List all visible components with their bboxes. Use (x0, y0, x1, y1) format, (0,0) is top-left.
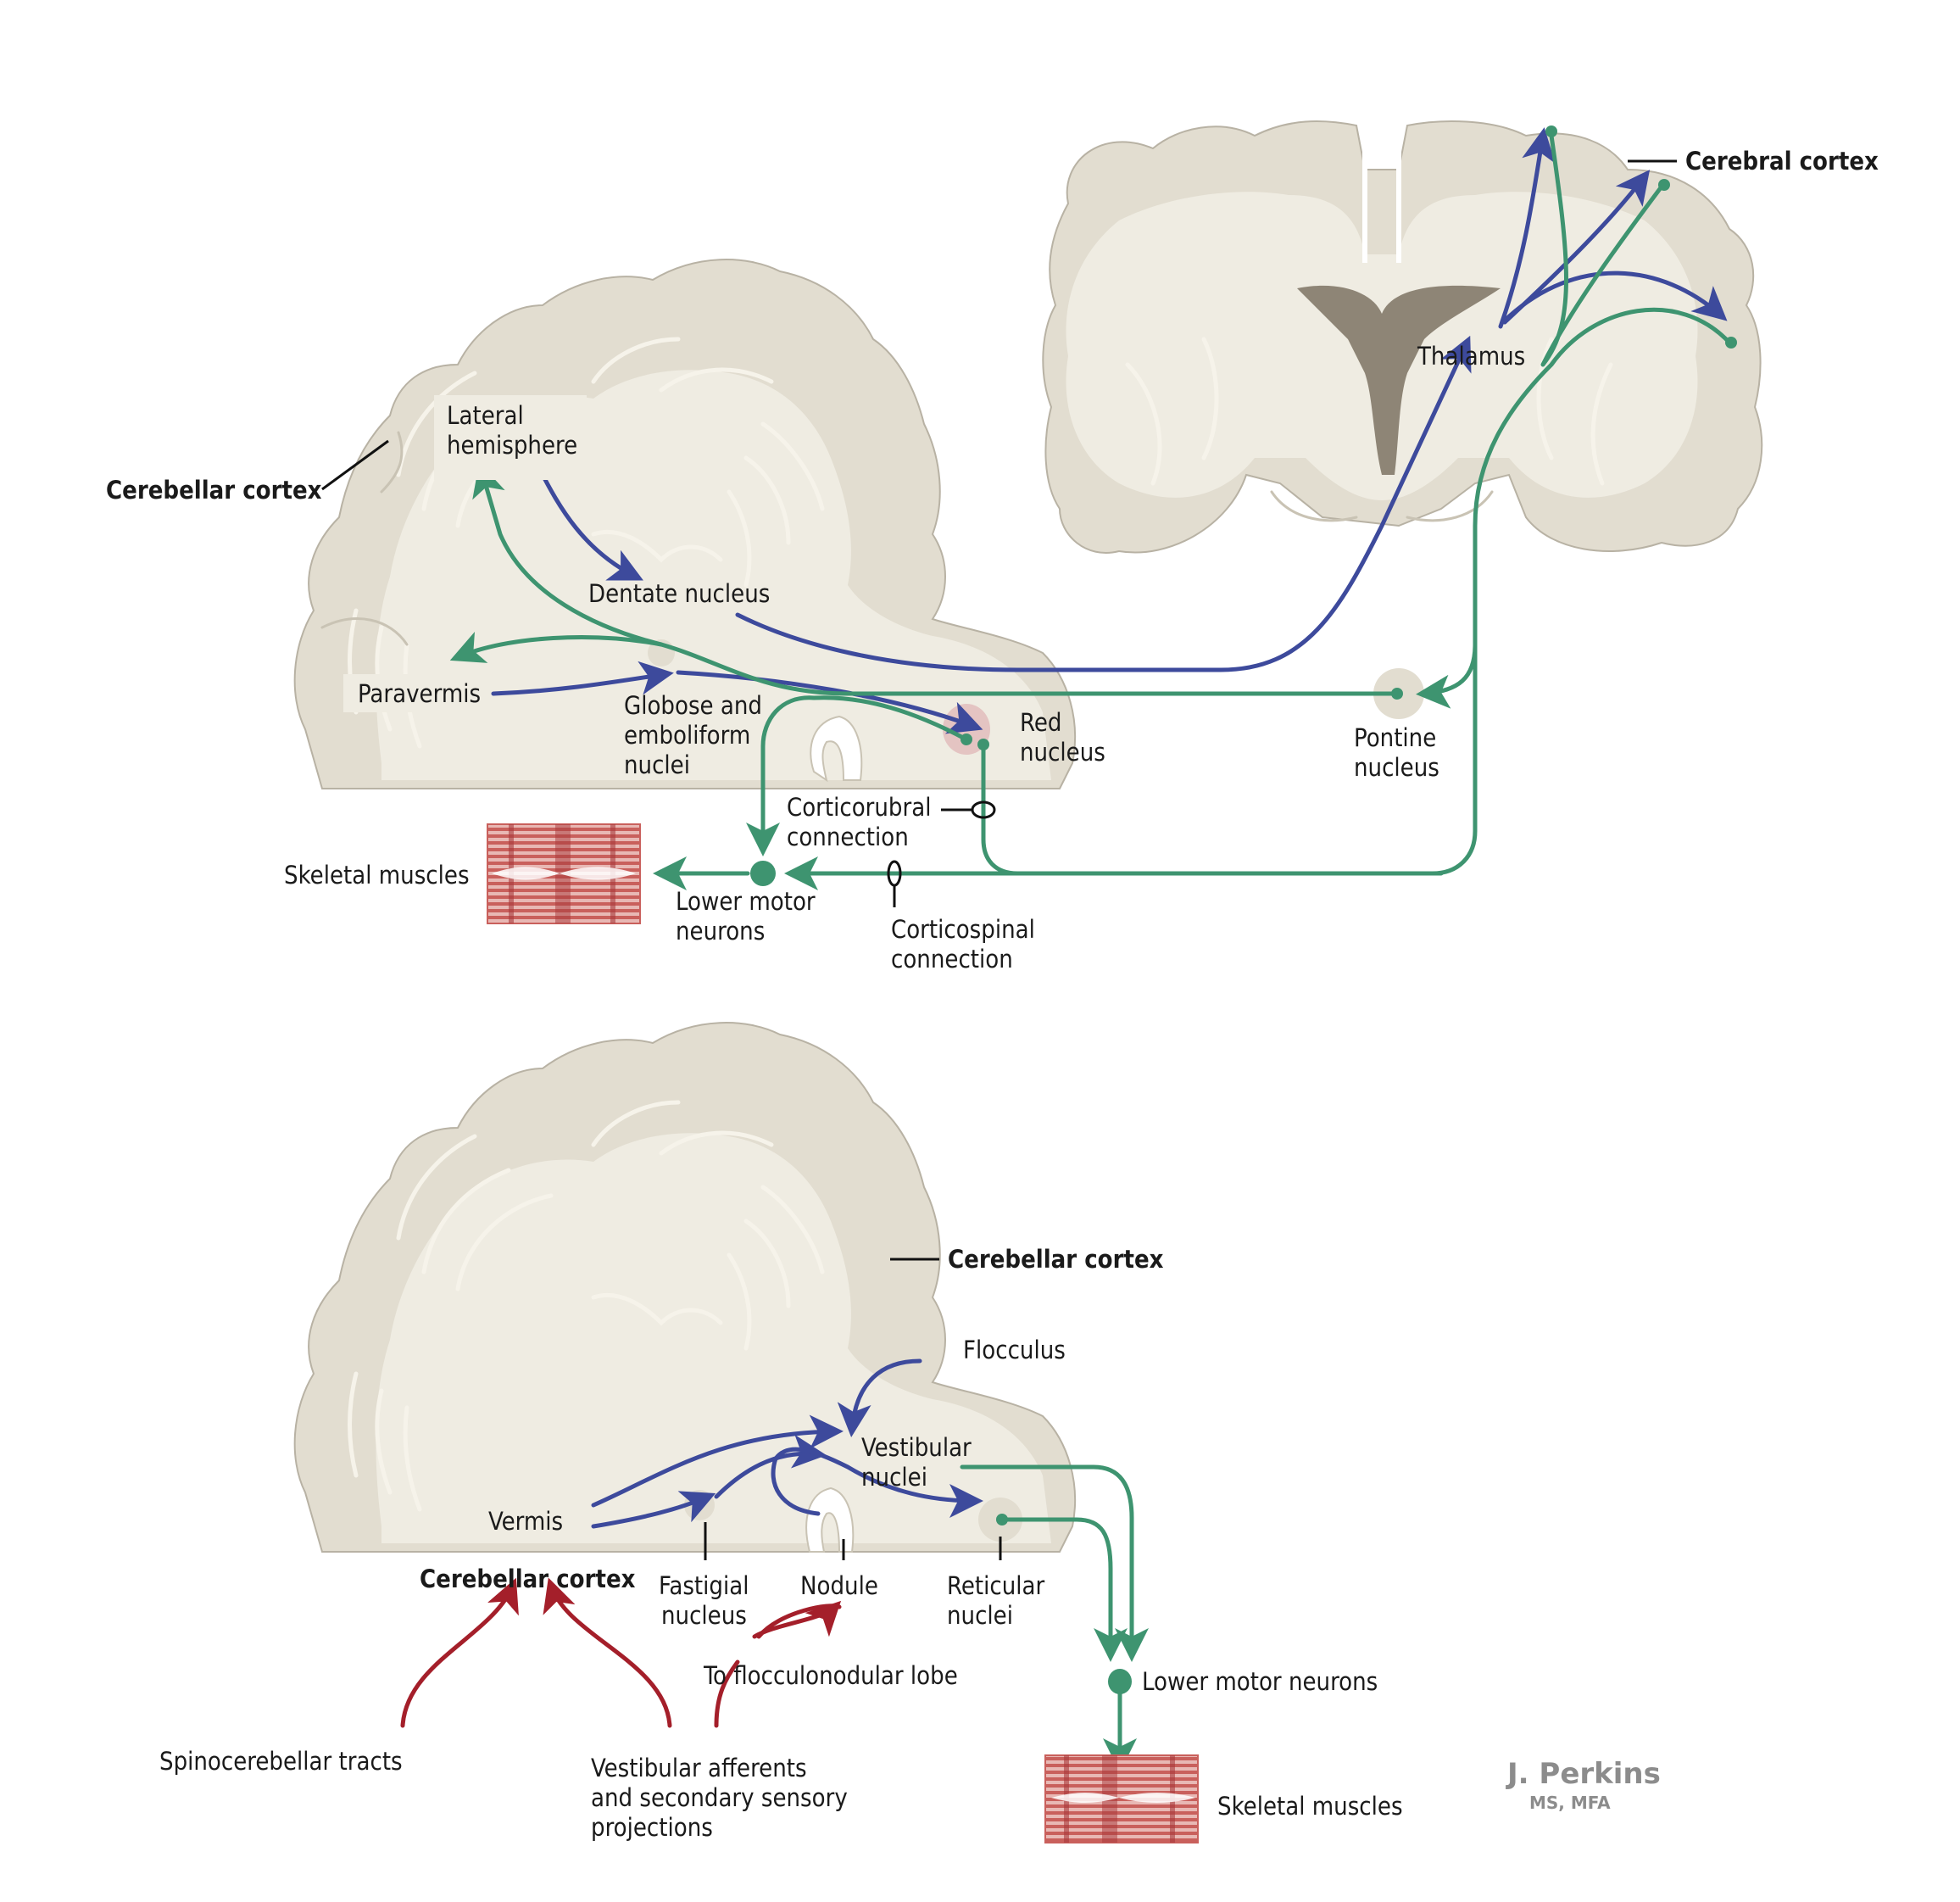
arrow-vermis-to-fastigial (591, 1491, 716, 1529)
arrow-spinocerebellar-to-cortex (400, 1577, 519, 1728)
motor-pathways-green (449, 125, 1737, 890)
label-fastigial-2: nucleus (661, 1601, 747, 1630)
label-vestibular-afferents-3: projections (591, 1813, 713, 1842)
label-lower-motor-1: Lower motor (676, 887, 816, 916)
arrow-reticular-to-lmn (999, 1517, 1128, 1662)
arrow-thalamus-to-cortex-3 (1505, 271, 1728, 321)
label-flocculus: Flocculus (963, 1336, 1066, 1364)
cerebellar-output-pathways-blue (491, 127, 1728, 734)
synapse-markers (321, 159, 1677, 907)
corticorubral-synapse-icon (971, 800, 996, 819)
arrow-dentate-to-thalamus (735, 335, 1472, 672)
label-to-flocculonodular: To flocculonodular lobe (703, 1661, 958, 1690)
vermis-label-bg (477, 1501, 575, 1539)
afferent-pathways-red (400, 1577, 842, 1728)
label-cerebellar-cortex-bottom: Cerebellar cortex (420, 1565, 636, 1593)
label-spinocerebellar: Spinocerebellar tracts (159, 1747, 403, 1776)
label-vermis: Vermis (488, 1507, 563, 1536)
signature-credentials: MS, MFA (1529, 1793, 1611, 1813)
signature-name: J. Perkins (1506, 1757, 1661, 1791)
vestibulocerebellar-pathways-blue (591, 1358, 983, 1529)
label-globose-2: emboliform (624, 721, 750, 750)
label-skeletal-muscles-bottom: Skeletal muscles (1217, 1792, 1403, 1821)
arrow-thalamus-to-cortex-1 (1498, 127, 1556, 329)
label-corticospinal-2: connection (891, 945, 1013, 973)
arrow-fastigial-to-vestibular (714, 1434, 827, 1499)
arrow-vestibular-to-cortex (543, 1577, 672, 1728)
vestibulospinal-pathways-green (960, 1464, 1149, 1772)
arrow-pontine-to-lateral (472, 462, 664, 647)
arrow-cortex-to-pontine (1416, 642, 1478, 709)
label-nodule: Nodule (800, 1571, 878, 1600)
lower-motor-neuron-cell (750, 861, 776, 886)
arrow-nodule-to-reticular (771, 1447, 983, 1518)
label-red-nucleus-1: Red (1020, 708, 1061, 737)
label-lower-motor-2: neurons (676, 917, 765, 945)
skeletal-muscle-top (487, 823, 641, 924)
label-globose-3: nuclei (624, 750, 690, 779)
lateral-hemisphere-label-bg (434, 395, 587, 480)
coronal-brain-section (1042, 120, 1763, 554)
arrow-paravermis-to-globose (491, 661, 674, 696)
cerebellum-sagittal-bottom (293, 1022, 1077, 1553)
label-vestibular-2: nuclei (861, 1463, 927, 1492)
label-pontine-1: Pontine (1354, 723, 1436, 752)
arrow-red-nucleus-to-lmn (746, 695, 969, 856)
label-reticular-1: Reticular (947, 1571, 1044, 1600)
lower-motor-neuron-cell-bottom (1108, 1669, 1132, 1694)
labels: Cerebral cortex Thalamus Cerebellar cort… (106, 147, 1879, 1842)
label-vestibular-1: Vestibular (861, 1433, 972, 1462)
label-vestibular-afferents-2: and secondary sensory (591, 1783, 848, 1812)
label-thalamus: Thalamus (1417, 342, 1525, 371)
bottom-leaders (704, 1258, 1002, 1560)
label-globose-1: Globose and (624, 691, 762, 720)
label-corticorubral-1: Corticorubral (787, 793, 931, 822)
label-cerebellar-cortex-top: Cerebellar cortex (106, 476, 322, 505)
label-lateral-hemisphere-2: hemisphere (447, 431, 577, 460)
label-corticospinal-1: Corticospinal (891, 915, 1035, 944)
arrow-globose-to-red-nucleus (676, 670, 983, 734)
paravermis-label-bg (343, 674, 487, 712)
label-red-nucleus-2: nucleus (1020, 738, 1105, 767)
label-paravermis: Paravermis (358, 679, 481, 708)
arrow-vermis-to-vestibular (591, 1414, 844, 1508)
label-vestibular-afferents-1: Vestibular afferents (591, 1754, 807, 1782)
arrow-flocculus-to-vestibular (837, 1358, 922, 1437)
label-dentate-nucleus: Dentate nucleus (588, 579, 770, 608)
cerebellar-cortex-leader (321, 439, 389, 491)
label-cerebellar-cortex-right: Cerebellar cortex (948, 1245, 1164, 1274)
label-reticular-2: nuclei (947, 1601, 1013, 1630)
arrow-vestibular-to-lmn (960, 1464, 1149, 1662)
arrow-lateral-to-dentate (536, 464, 643, 581)
label-lateral-hemisphere-1: Lateral (447, 401, 524, 430)
label-pontine-2: nucleus (1354, 753, 1439, 782)
label-lower-motor-neurons-bottom: Lower motor neurons (1142, 1667, 1378, 1696)
label-fastigial-1: Fastigial (659, 1571, 749, 1600)
label-corticorubral-2: connection (787, 823, 909, 851)
lateral-ventricles (1297, 285, 1501, 475)
skeletal-muscle-bottom (1044, 1754, 1199, 1843)
label-skeletal-muscles-top: Skeletal muscles (284, 861, 470, 890)
label-cerebral-cortex: Cerebral cortex (1685, 147, 1879, 176)
